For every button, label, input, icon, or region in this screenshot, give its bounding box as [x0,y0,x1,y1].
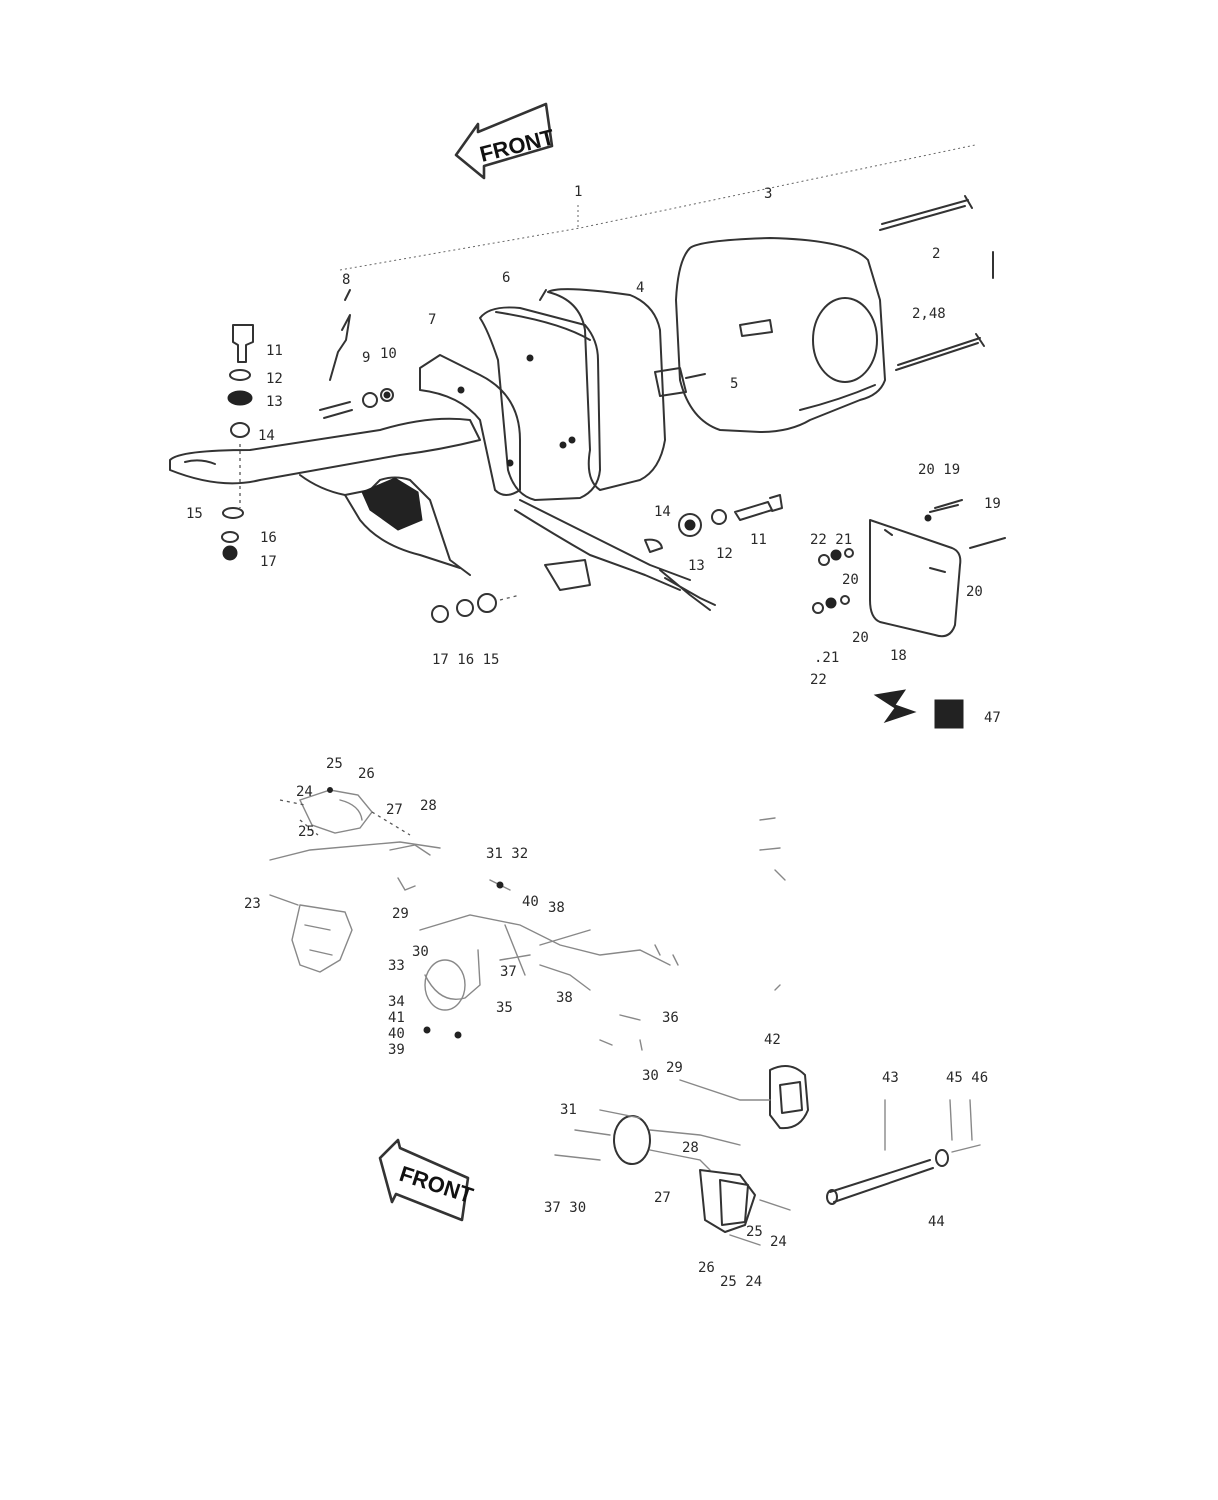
callout: 20 19 [918,462,960,478]
callout: 26 [358,766,375,782]
callout: 31 [560,1102,577,1118]
callout: 12 [716,546,733,562]
callout: 47 [984,710,1001,726]
callout: 23 [244,896,261,912]
callout: 1 [574,184,582,200]
callout: 4 [636,280,644,296]
callout: 11 [266,343,283,359]
callout: 6 [502,270,510,286]
callout: 20 [842,572,859,588]
callout: 38 [556,990,573,1006]
callout: 25 24 [720,1274,762,1290]
callout: 13 [688,558,705,574]
callout: 30 [642,1068,659,1084]
callout: 29 [666,1060,683,1076]
callout: 34 [388,994,405,1010]
front-arrow-bottom: FRONT [378,1138,477,1222]
callout: 12 [266,371,283,387]
callout: 15 [186,506,203,522]
callout: 17 [260,554,277,570]
front-arrow-bottom-text: FRONT [396,1161,476,1208]
callout: 9 [362,350,370,366]
callout: 42 [764,1032,781,1048]
callout: 10 [380,346,397,362]
callout: 2 [932,246,940,262]
callout: 41 [388,1010,405,1026]
callout: 5 [730,376,738,392]
callout: 38 [548,900,565,916]
callout: 37 [500,964,517,980]
callout: 40 [522,894,539,910]
front-arrow-top-text: FRONT [477,124,557,167]
signal-assembly-drawing [269,787,981,1246]
callout: 25 [326,756,343,772]
callout: 16 [260,530,277,546]
callout: 17 16 15 [432,652,499,668]
callout: 28 [420,798,437,814]
callout: 27 [386,802,403,818]
callout: 7 [428,312,436,328]
callout: 43 [882,1070,899,1086]
callout: 33 [388,958,405,974]
callout: 19 [984,496,1001,512]
callout: 25 [746,1224,763,1240]
callout: 25 [298,824,315,840]
callout: 20 [966,584,983,600]
callout: 24 [296,784,313,800]
callout: 35 [496,1000,513,1016]
callout: 26 [698,1260,715,1276]
callouts-bottom: 25 26 24 27 28 25 23 31 32 40 38 29 30 3… [244,756,988,1290]
callout: 2,48 [912,306,946,322]
callout: 14 [654,504,671,520]
callout: 22 [810,672,827,688]
callout: 44 [928,1214,945,1230]
front-arrow-top: FRONT [454,102,557,180]
callout: 14 [258,428,275,444]
callout: 8 [342,272,350,288]
callout: 39 [388,1042,405,1058]
callout: .21 [814,650,839,666]
callout: 45 46 [946,1070,988,1086]
callout: 31 32 [486,846,528,862]
callout: 24 [770,1234,787,1250]
callout: 22 21 [810,532,852,548]
callout: 37 30 [544,1200,586,1216]
callout: 11 [750,532,767,548]
callout: 3 [764,186,772,202]
headlight-assembly-drawing [169,144,1006,729]
callout: 28 [682,1140,699,1156]
callout: 30 [412,944,429,960]
callout: 29 [392,906,409,922]
callout: 36 [662,1010,679,1026]
callout: 27 [654,1190,671,1206]
callout: 40 [388,1026,405,1042]
callout: 20 [852,630,869,646]
callouts-top: 1 3 2 2,48 6 4 7 5 8 9 10 11 12 13 14 15… [186,184,1001,726]
callout: 13 [266,394,283,410]
callout: 18 [890,648,907,664]
